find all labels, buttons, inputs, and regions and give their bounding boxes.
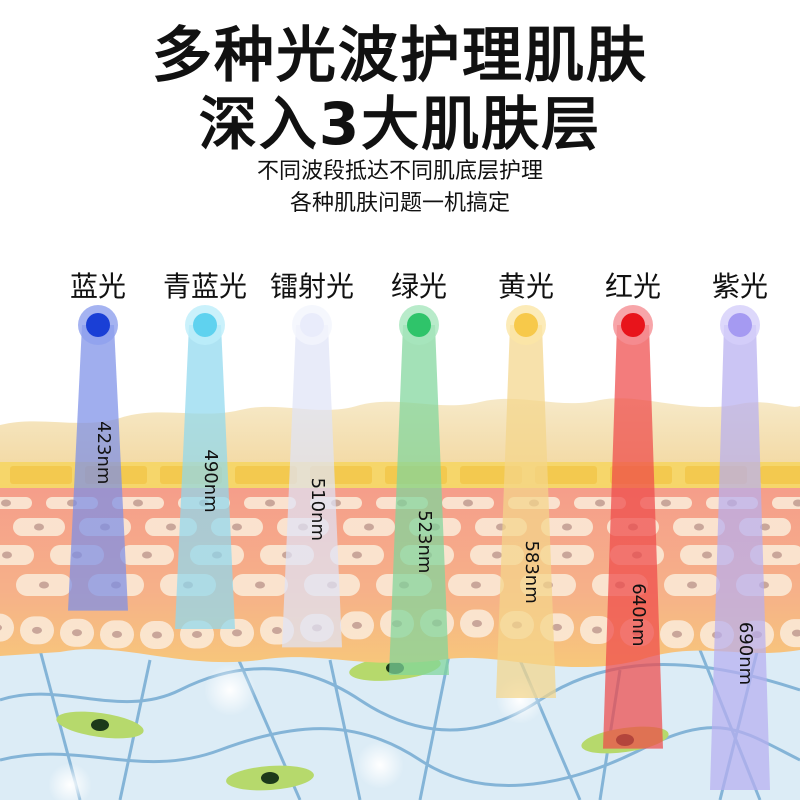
light-beam xyxy=(175,325,235,629)
cell-nucleus xyxy=(192,630,202,638)
cell-nucleus xyxy=(133,499,143,507)
surface-cell xyxy=(235,466,297,484)
light-beams xyxy=(68,325,770,790)
cell-nucleus xyxy=(792,629,800,637)
cell-nucleus xyxy=(687,581,697,589)
light-name-label: 紫光 xyxy=(712,270,768,303)
light-sources xyxy=(78,305,760,345)
skin-cell xyxy=(772,497,800,509)
cell-nucleus xyxy=(463,499,473,507)
cell-nucleus xyxy=(552,623,562,631)
light-beam xyxy=(68,325,128,611)
cell-nucleus xyxy=(272,627,282,635)
light-beam xyxy=(603,325,663,749)
light-dot xyxy=(621,313,645,337)
surface-cell xyxy=(760,466,800,484)
cell-nucleus xyxy=(352,621,362,629)
cell-nucleus xyxy=(152,631,162,639)
cell-nucleus xyxy=(232,523,242,531)
cell-nucleus xyxy=(595,499,605,507)
subtitle-line-1: 不同波段抵达不同肌底层护理 xyxy=(256,159,543,184)
cell-nucleus xyxy=(142,551,152,559)
light-dot xyxy=(86,313,110,337)
light-name-label: 绿光 xyxy=(391,270,447,303)
light-beam xyxy=(710,325,770,790)
light-name-label: 红光 xyxy=(605,270,661,303)
surface-cell xyxy=(535,466,597,484)
cell-nucleus xyxy=(702,551,712,559)
skin-cell xyxy=(0,613,14,642)
cell-nucleus xyxy=(492,551,502,559)
light-name-label: 黄光 xyxy=(498,270,554,303)
cell-nucleus xyxy=(672,630,682,638)
light-name-label: 蓝光 xyxy=(70,270,126,303)
cell-nucleus xyxy=(364,523,374,531)
wavelength-label: 490nm xyxy=(200,449,221,512)
light-dot xyxy=(300,313,324,337)
cell-nucleus xyxy=(2,551,12,559)
wavelength-label: 510nm xyxy=(307,478,328,541)
light-dot xyxy=(407,313,431,337)
light-name-label: 青蓝光 xyxy=(163,270,247,303)
wavelength-label: 583nm xyxy=(521,540,542,603)
light-labels: 蓝光 423nm 青蓝光 490nm 镭射光 510nm 绿光 523nm 黄光 583nm 红光 6… xyxy=(70,270,768,685)
cell-nucleus xyxy=(661,499,671,507)
cell-nucleus xyxy=(760,523,770,531)
light-beam xyxy=(389,325,449,675)
cell-nucleus xyxy=(352,551,362,559)
cell-nucleus xyxy=(232,629,242,637)
cell-nucleus xyxy=(472,619,482,627)
light-dot xyxy=(728,313,752,337)
light-name-label: 镭射光 xyxy=(270,270,354,303)
wavelength-label: 640nm xyxy=(628,583,649,646)
cell-nucleus xyxy=(112,630,122,638)
cell-nucleus xyxy=(471,581,481,589)
subtitle-line-2: 各种肌肤问题一机搞定 xyxy=(289,191,510,216)
skin-cell xyxy=(0,545,34,565)
headline-line-1: 多种光波护理肌肤 xyxy=(152,21,648,91)
cell-nucleus xyxy=(255,581,265,589)
cell-nucleus xyxy=(72,629,82,637)
cell-nucleus xyxy=(166,523,176,531)
cell-nucleus xyxy=(0,624,2,631)
headline-line-2: 深入3大肌肤层 xyxy=(198,90,602,158)
skin-cell xyxy=(780,619,800,648)
cell-nucleus xyxy=(265,499,275,507)
light-beam xyxy=(496,325,556,698)
wavelength-label: 523nm xyxy=(414,510,435,573)
cell-nucleus xyxy=(793,499,800,507)
cell-nucleus xyxy=(562,551,572,559)
cell-nucleus xyxy=(772,551,782,559)
cell-nucleus xyxy=(39,581,49,589)
cell-nucleus xyxy=(592,626,602,634)
surface-cell xyxy=(10,466,72,484)
cell-nucleus xyxy=(694,523,704,531)
wavelength-label: 690nm xyxy=(735,622,756,685)
cell-nucleus xyxy=(562,523,572,531)
cell-nucleus xyxy=(32,626,42,634)
cell-nucleus xyxy=(1,499,11,507)
wavelength-label: 423nm xyxy=(93,421,114,484)
cell-nucleus xyxy=(34,523,44,531)
light-beam xyxy=(282,325,342,648)
light-dot xyxy=(514,313,538,337)
light-dot xyxy=(193,313,217,337)
